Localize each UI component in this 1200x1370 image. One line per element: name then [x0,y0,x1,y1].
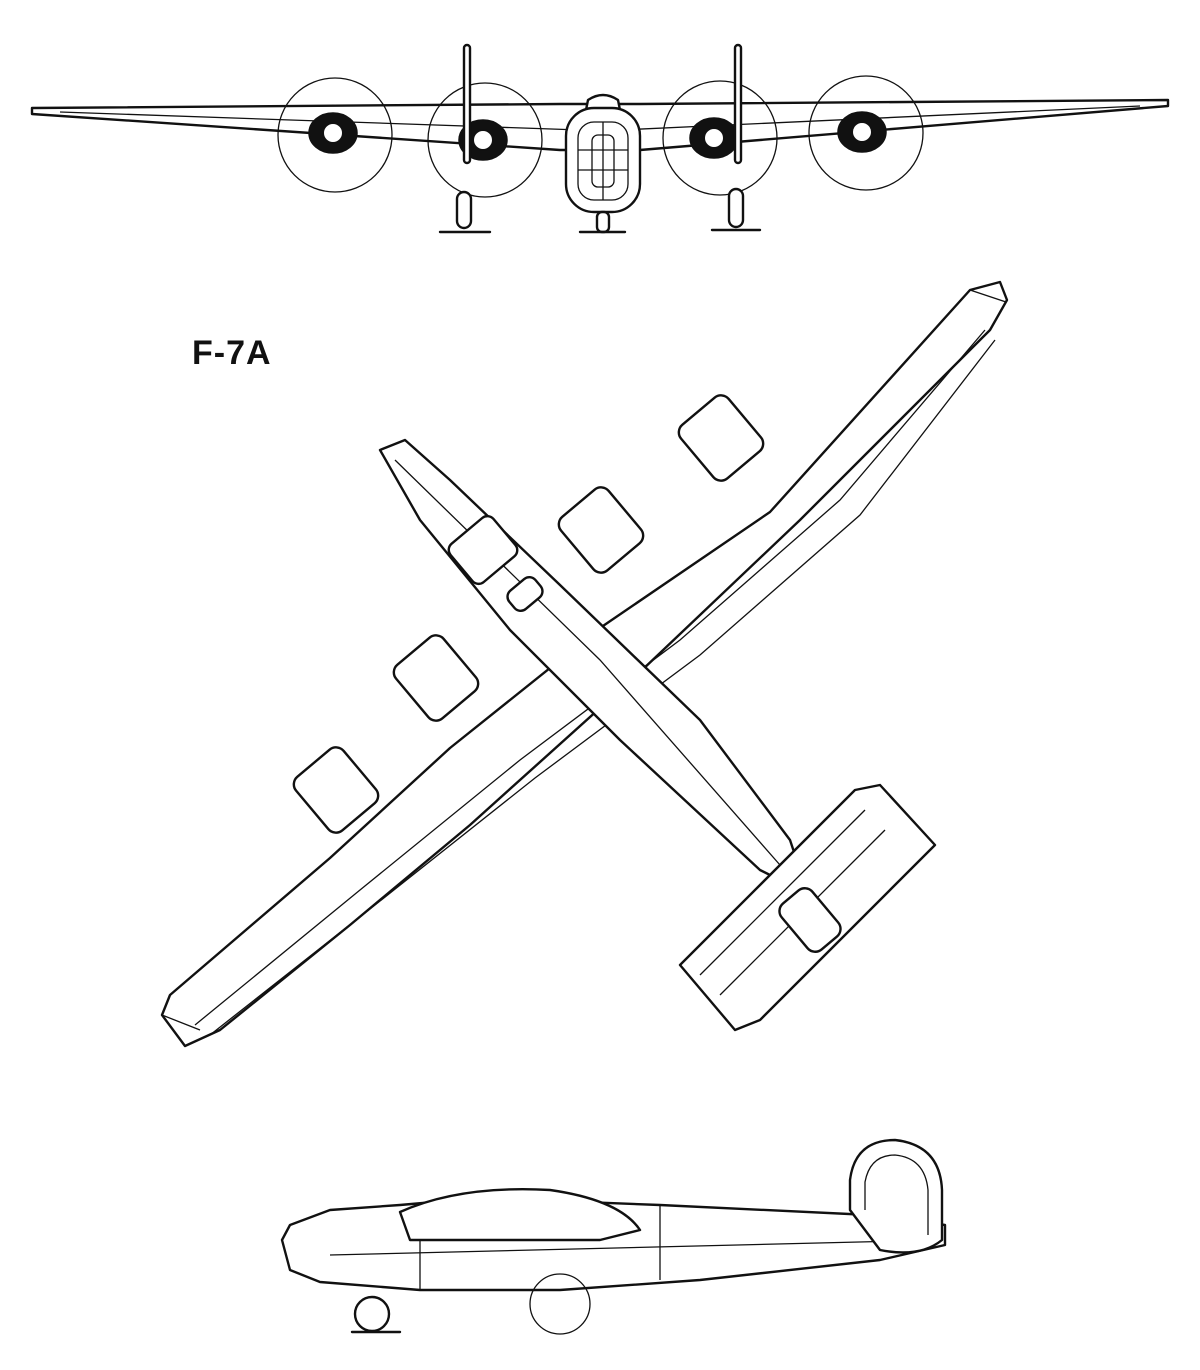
aircraft-designation-label: F-7A [192,334,272,372]
plan-engine-nacelles [292,394,765,834]
plan-fuselage [378,438,802,882]
front-tail-fins [462,43,743,165]
front-landing-gear [438,187,762,234]
side-wing-root [398,1188,642,1242]
side-landing-gear [350,1273,591,1335]
plan-tail [678,783,937,1032]
front-propeller-discs [277,75,924,198]
front-engine-nacelles [308,111,887,161]
side-vertical-tail [848,1138,944,1254]
